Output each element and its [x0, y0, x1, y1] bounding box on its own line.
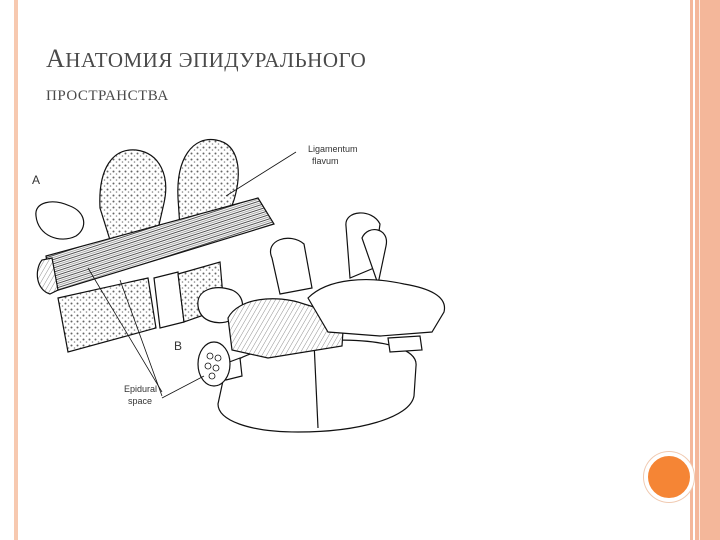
- right-decorative-band: [690, 0, 720, 540]
- label-epidural: Epidural: [124, 384, 157, 394]
- anatomy-illustration: A B: [28, 128, 468, 468]
- title-line-2: ПРОСТРАНСТВА: [46, 77, 646, 115]
- band-stripe: [693, 0, 695, 540]
- slide-title: АНАТОМИЯ ЭПИДУРАЛЬНОГО ПРОСТРАНСТВА: [46, 40, 646, 115]
- figure-label-a: A: [32, 173, 40, 187]
- figure-b-drawing: [198, 213, 445, 432]
- band-stripe-thin: [699, 0, 700, 540]
- spine-drawing: A B: [28, 128, 468, 468]
- title-line-1-text: НАТОМИЯ ЭПИДУРАЛЬНОГО: [65, 48, 366, 72]
- label-space: space: [128, 396, 152, 406]
- orange-circle-decoration: [644, 452, 694, 502]
- label-ligamentum: Ligamentum: [308, 144, 358, 154]
- label-flavum: flavum: [312, 156, 339, 166]
- figure-label-b: B: [174, 339, 182, 353]
- title-initial: А: [46, 44, 65, 73]
- left-decorative-rule: [14, 0, 18, 540]
- title-line-1: АНАТОМИЯ ЭПИДУРАЛЬНОГО: [46, 40, 646, 79]
